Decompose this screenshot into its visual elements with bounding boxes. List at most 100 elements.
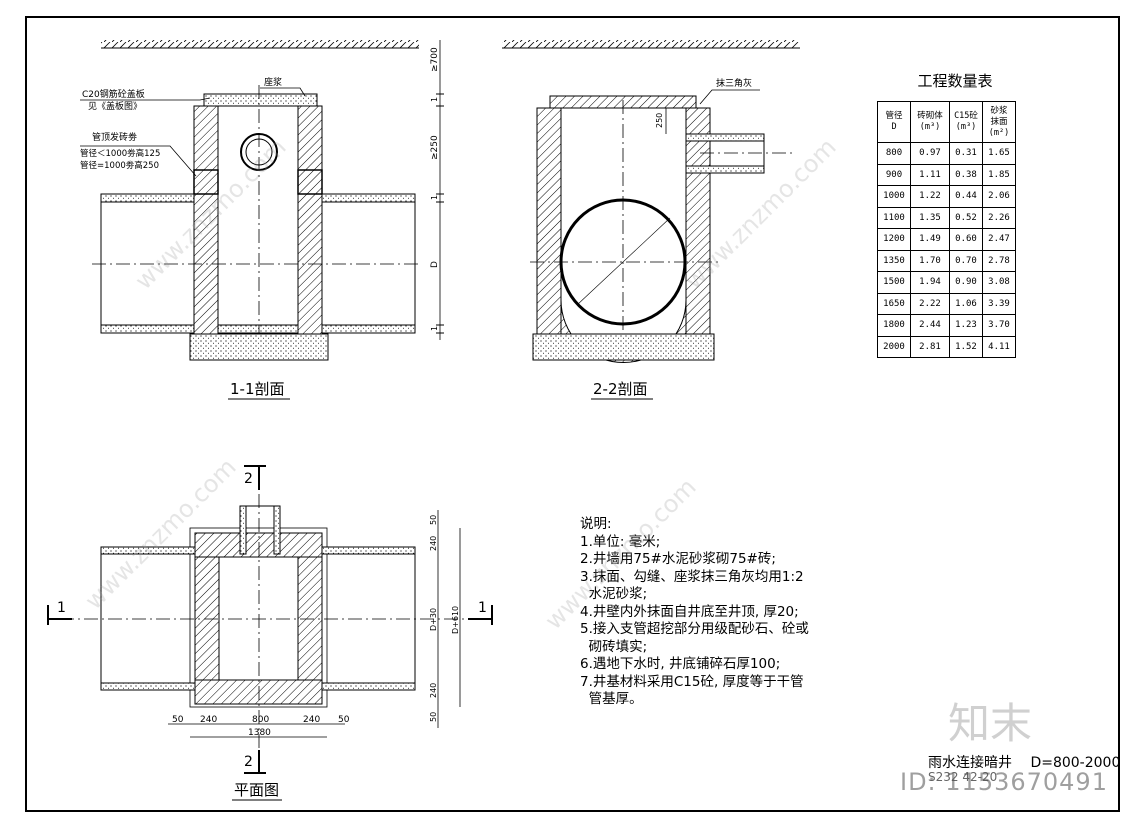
cut-2-bottom: 2 — [244, 754, 253, 770]
table-cell: 1350 — [877, 249, 911, 272]
dim-right-2: D+30 — [429, 608, 438, 631]
plan-title: 平面图 — [234, 781, 279, 799]
header-brick: 砖砌体(m³) — [910, 101, 950, 143]
table-cell: 1.94 — [910, 271, 950, 294]
dim-right-3: 240 — [429, 683, 438, 698]
table-cell: 800 — [877, 142, 911, 165]
table-cell: 1500 — [877, 271, 911, 294]
dim-top-label: ≥700 — [430, 47, 440, 72]
cut-2-top: 2 — [244, 471, 253, 487]
note-item: 2.井墙用75#水泥砂浆砌75#砖; — [580, 551, 776, 567]
dim-bottom-2: 800 — [252, 715, 269, 725]
cover-note-2: 见《盖板图》 — [88, 100, 142, 112]
fillet-label: 抹三角灰 — [716, 77, 752, 89]
note-item: 1.单位: 毫米; — [580, 533, 661, 550]
cut-1-right: 1 — [478, 600, 487, 616]
table-cell: 0.38 — [949, 163, 983, 186]
table-cell: 3.70 — [982, 314, 1016, 337]
plan-view: 1 1 2 2 50 240 800 240 50 1380 50 240 D+… — [47, 465, 493, 801]
table-cell: 1.52 — [949, 335, 983, 358]
section-1-1-title: 1-1剖面 — [230, 380, 285, 398]
table-cell: 1200 — [877, 228, 911, 251]
dim-bottom-4: 50 — [338, 715, 350, 725]
note-item: 4.井壁内外抹面自井底至井顶, 厚20; — [580, 603, 799, 620]
dim-small-1: 1 — [430, 97, 439, 102]
table-cell: 1.23 — [949, 314, 983, 337]
cut-1-left: 1 — [57, 600, 66, 616]
dim-d-label: D — [430, 261, 440, 268]
table-cell: 0.52 — [949, 206, 983, 229]
table-cell: 0.97 — [910, 142, 950, 165]
table-cell: 1.70 — [910, 249, 950, 272]
table-cell: 0.70 — [949, 249, 983, 272]
note-item: 6.遇地下水时, 井底铺碎石厚100; — [580, 656, 781, 672]
sheet-border — [25, 16, 1120, 812]
table-cell: 4.11 — [982, 335, 1016, 358]
dim-total: 1380 — [248, 728, 271, 738]
table-cell: 1000 — [877, 185, 911, 208]
table-cell: 0.90 — [949, 271, 983, 294]
drawing-name: 雨水连接暗井 — [928, 755, 1012, 771]
drawing-code: S232 42-20 — [928, 770, 998, 784]
table-cell: 2.44 — [910, 314, 950, 337]
arch-note-3: 管径=1000劵高250 — [80, 160, 159, 171]
arch-note-2: 管径＜1000劵高125 — [80, 148, 160, 159]
note-item: 7.井基材料采用C15砼, 厚度等于干管 — [580, 673, 804, 690]
table-cell: 0.31 — [949, 142, 983, 165]
table-cell: 1.49 — [910, 228, 950, 251]
drawing-range: D=800-2000 — [1030, 755, 1121, 771]
table-cell: 3.39 — [982, 292, 1016, 315]
table-cell: 1.35 — [910, 206, 950, 229]
table-cell: 2.22 — [910, 292, 950, 315]
note-item: 5.接入支管超挖部分用级配砂石、砼或 — [580, 621, 809, 637]
table-cell: 1800 — [877, 314, 911, 337]
dim-bottom-0: 50 — [172, 715, 184, 725]
table-cell: 1.11 — [910, 163, 950, 186]
dim-right-1: 240 — [429, 536, 438, 551]
watermark-id: ID: 1153670491 — [900, 768, 1108, 796]
table-cell: 2.26 — [982, 206, 1016, 229]
section-2-2: 抹三角灰 250 2-2剖面 — [502, 40, 800, 400]
section-1-1: ≥700 ≥250 D 1 1 1 C20钢筋砼盖板 见《盖板图》 管顶发砖劵 … — [80, 40, 444, 400]
dim-right-4: 50 — [429, 712, 438, 722]
note-item: 管基厚。 — [580, 691, 643, 707]
section-2-2-title: 2-2剖面 — [593, 380, 648, 398]
dim-right-0: 50 — [429, 515, 438, 525]
table-cell: 1100 — [877, 206, 911, 229]
table-cell: 1.65 — [982, 142, 1016, 165]
dim-bottom-1: 240 — [200, 715, 217, 725]
table-cell: 3.08 — [982, 271, 1016, 294]
notes-block: 说明: 1.单位: 毫米; 2.井墙用75#水泥砂浆砌75#砖; 3.抹面、勾缝… — [580, 516, 880, 709]
watermark-logo: 知末 — [948, 699, 1033, 748]
note-item: 3.抹面、勾缝、座浆抹三角灰均用1:2 — [580, 568, 804, 585]
dim-small-3: 1 — [430, 326, 439, 331]
table-cell: 1.06 — [949, 292, 983, 315]
table-cell: 2.78 — [982, 249, 1016, 272]
dim-mid-label: ≥250 — [430, 135, 440, 160]
table-cell: 0.44 — [949, 185, 983, 208]
table-cell: 1650 — [877, 292, 911, 315]
table-cell: 1.85 — [982, 163, 1016, 186]
mortar-label: 座浆 — [264, 76, 282, 88]
quantity-table-title: 工程数量表 — [917, 72, 993, 90]
arch-note: 管顶发砖劵 — [92, 131, 137, 143]
dim-right-total: D+610 — [451, 606, 460, 634]
table-cell: 2.47 — [982, 228, 1016, 251]
dim-bottom-3: 240 — [303, 715, 320, 725]
header-mortar: 砂浆抹面(m²) — [982, 101, 1016, 143]
dim-250-label: 250 — [655, 113, 664, 128]
table-cell: 2000 — [877, 335, 911, 358]
note-item: 水泥砂浆; — [580, 586, 648, 602]
notes-heading: 说明: — [580, 516, 612, 532]
